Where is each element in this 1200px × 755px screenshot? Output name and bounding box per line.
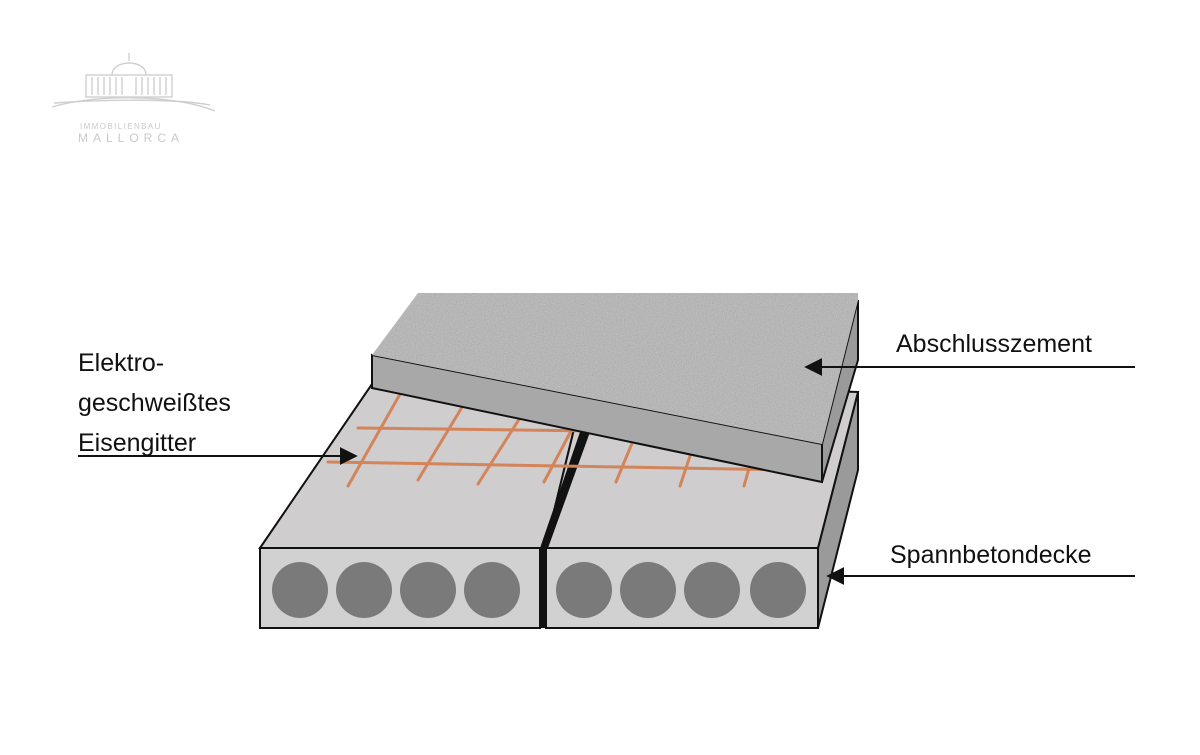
logo-text-bottom: MALLORCA	[78, 131, 185, 145]
mesh-label-line2: geschweißtes	[78, 389, 231, 417]
cement-top-surface	[372, 293, 858, 444]
palace-building-icon	[51, 53, 216, 112]
hollow-core	[620, 562, 676, 618]
mesh-label-line3: Eisengitter	[78, 429, 197, 457]
hollow-core	[750, 562, 806, 618]
logo-text-top: IMMOBILIENBAU	[80, 122, 162, 131]
slab-joint	[540, 432, 590, 548]
hollow-core	[272, 562, 328, 618]
cement-label: Abschlusszement	[896, 330, 1092, 358]
hollow-cores	[272, 562, 806, 618]
hollow-core	[556, 562, 612, 618]
hollow-core	[400, 562, 456, 618]
mesh-label: Elektro- geschweißtes Eisengitter	[78, 343, 231, 463]
hollow-core	[336, 562, 392, 618]
slab-label: Spannbetondecke	[890, 541, 1092, 569]
slab-front-gap	[540, 548, 546, 628]
hollow-core	[684, 562, 740, 618]
hollow-core	[464, 562, 520, 618]
mesh-label-line1: Elektro-	[78, 349, 165, 377]
